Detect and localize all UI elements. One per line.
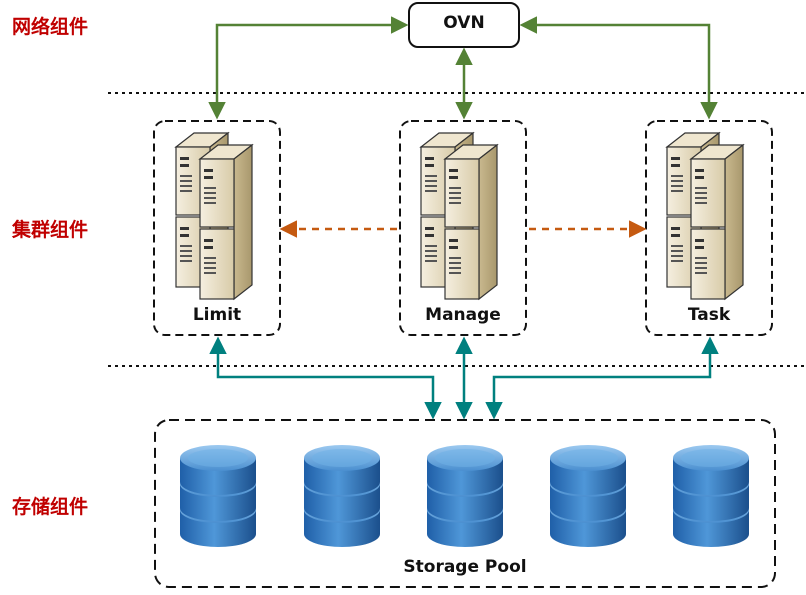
limit-node-box [153,120,281,336]
task-to-storage-arrow [485,336,719,420]
manage-node-box [399,120,527,336]
layer-label-network: 网络组件 [12,16,89,38]
storage-pool-box [154,419,776,588]
database-cylinder-icon [304,445,380,547]
limit-to-storage-arrow [209,336,442,420]
storage-pool-label: Storage Pool [403,557,527,577]
limit-label: Limit [192,305,242,325]
server-stack-icon [666,132,744,300]
ovn-node-box [408,2,520,48]
database-cylinder-icon [673,445,749,547]
ovn-to-task-arrow [519,16,718,120]
database-cylinder-icon [427,445,503,547]
database-cylinder-icon [180,445,256,547]
manage-label: Manage [425,305,501,325]
task-label: Task [687,305,731,325]
ovn-label: OVN [443,13,485,33]
server-stack-icon [420,132,498,300]
layer-label-storage: 存储组件 [12,496,89,518]
database-cylinder-icon [550,445,626,547]
server-stack-icon [175,132,253,300]
layer-label-cluster: 集群组件 [12,219,89,241]
ovn-to-limit-arrow [208,16,409,120]
